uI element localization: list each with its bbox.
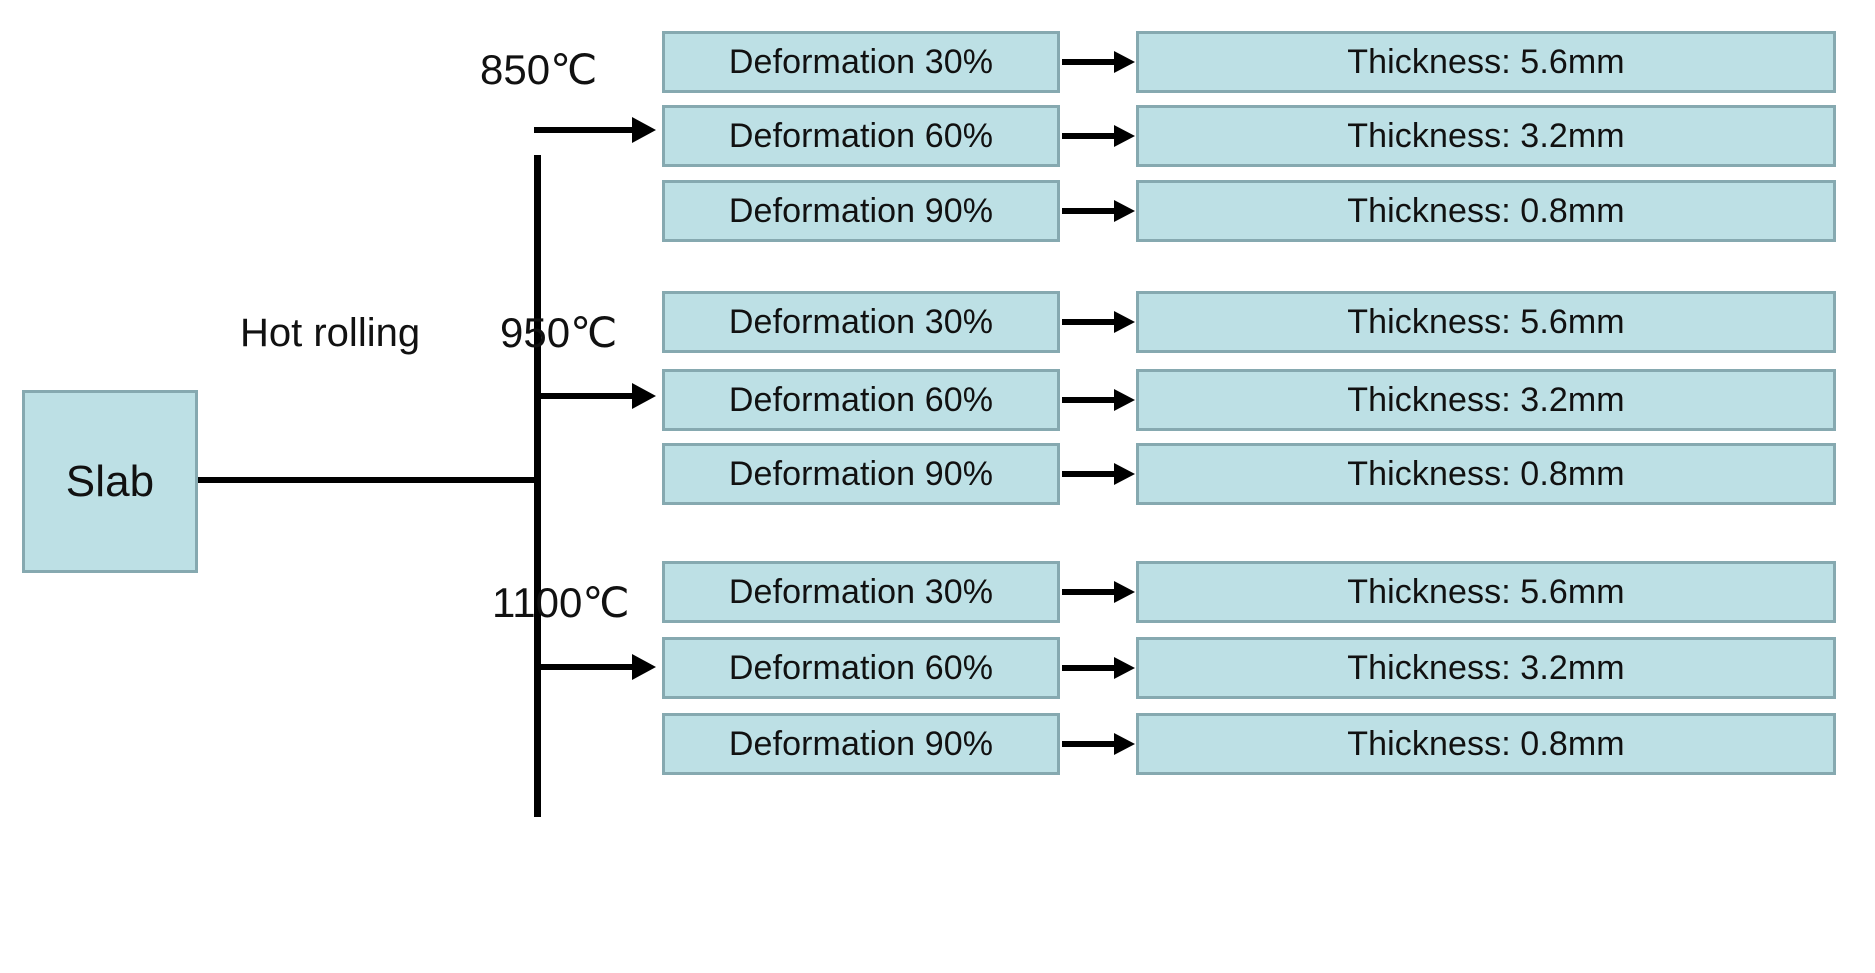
branch-connector-line-2 bbox=[534, 393, 632, 399]
node-deformation[interactable]: Deformation 30% bbox=[662, 291, 1060, 353]
branch-temperature-label-1: 850℃ bbox=[480, 46, 598, 93]
step-arrowhead bbox=[1114, 125, 1135, 147]
step-connector-line bbox=[1062, 133, 1118, 139]
step-connector-line bbox=[1062, 208, 1118, 214]
branch-temperature-label-2: 950℃ bbox=[500, 309, 618, 356]
step-arrowhead bbox=[1114, 200, 1135, 222]
branch-connector-line-1 bbox=[534, 127, 632, 133]
edge-label-hot-rolling: Hot rolling bbox=[240, 311, 421, 355]
node-thickness[interactable]: Thickness: 5.6mm bbox=[1136, 31, 1836, 93]
node-thickness-label: Thickness: 5.6mm bbox=[1347, 572, 1625, 611]
node-slab-label: Slab bbox=[65, 456, 155, 506]
node-deformation-label: Deformation 60% bbox=[728, 116, 994, 155]
step-connector-line bbox=[1062, 59, 1118, 65]
branch-arrowhead-2 bbox=[632, 383, 656, 409]
node-deformation[interactable]: Deformation 90% bbox=[662, 713, 1060, 775]
node-thickness-label: Thickness: 3.2mm bbox=[1347, 380, 1625, 419]
node-thickness-label: Thickness: 0.8mm bbox=[1347, 724, 1625, 763]
step-connector-line bbox=[1062, 665, 1118, 671]
node-deformation[interactable]: Deformation 90% bbox=[662, 180, 1060, 242]
node-deformation[interactable]: Deformation 60% bbox=[662, 369, 1060, 431]
node-thickness-label: Thickness: 3.2mm bbox=[1347, 116, 1625, 155]
node-thickness[interactable]: Thickness: 5.6mm bbox=[1136, 561, 1836, 623]
node-thickness-label: Thickness: 5.6mm bbox=[1347, 42, 1625, 81]
branch-arrowhead-3 bbox=[632, 654, 656, 680]
node-deformation[interactable]: Deformation 60% bbox=[662, 105, 1060, 167]
step-arrowhead bbox=[1114, 389, 1135, 411]
node-thickness-label: Thickness: 0.8mm bbox=[1347, 191, 1625, 230]
node-thickness[interactable]: Thickness: 3.2mm bbox=[1136, 105, 1836, 167]
step-arrowhead bbox=[1114, 463, 1135, 485]
node-deformation-label: Deformation 90% bbox=[728, 454, 994, 493]
node-thickness-label: Thickness: 3.2mm bbox=[1347, 648, 1625, 687]
node-deformation-label: Deformation 60% bbox=[728, 380, 994, 419]
node-deformation-label: Deformation 60% bbox=[728, 648, 994, 687]
node-deformation[interactable]: Deformation 60% bbox=[662, 637, 1060, 699]
branch-connector-line-3 bbox=[534, 664, 632, 670]
node-deformation[interactable]: Deformation 90% bbox=[662, 443, 1060, 505]
step-arrowhead bbox=[1114, 581, 1135, 603]
node-thickness-label: Thickness: 5.6mm bbox=[1347, 302, 1625, 341]
step-connector-line bbox=[1062, 589, 1118, 595]
node-thickness[interactable]: Thickness: 3.2mm bbox=[1136, 637, 1836, 699]
main-connector-line bbox=[198, 477, 540, 483]
node-deformation-label: Deformation 90% bbox=[728, 724, 994, 763]
node-thickness[interactable]: Thickness: 0.8mm bbox=[1136, 443, 1836, 505]
node-deformation-label: Deformation 30% bbox=[728, 572, 994, 611]
node-thickness[interactable]: Thickness: 3.2mm bbox=[1136, 369, 1836, 431]
node-deformation-label: Deformation 30% bbox=[728, 42, 994, 81]
node-deformation[interactable]: Deformation 30% bbox=[662, 31, 1060, 93]
step-connector-line bbox=[1062, 471, 1118, 477]
step-connector-line bbox=[1062, 397, 1118, 403]
node-deformation[interactable]: Deformation 30% bbox=[662, 561, 1060, 623]
node-thickness[interactable]: Thickness: 0.8mm bbox=[1136, 713, 1836, 775]
branch-trunk-line bbox=[534, 155, 541, 817]
step-connector-line bbox=[1062, 319, 1118, 325]
node-slab[interactable]: Slab bbox=[22, 390, 198, 573]
step-arrowhead bbox=[1114, 733, 1135, 755]
node-thickness-label: Thickness: 0.8mm bbox=[1347, 454, 1625, 493]
branch-temperature-label-3: 1100℃ bbox=[492, 579, 630, 626]
branch-arrowhead-1 bbox=[632, 117, 656, 143]
node-deformation-label: Deformation 30% bbox=[728, 302, 994, 341]
node-thickness[interactable]: Thickness: 5.6mm bbox=[1136, 291, 1836, 353]
node-deformation-label: Deformation 90% bbox=[728, 191, 994, 230]
node-thickness[interactable]: Thickness: 0.8mm bbox=[1136, 180, 1836, 242]
step-arrowhead bbox=[1114, 657, 1135, 679]
step-arrowhead bbox=[1114, 311, 1135, 333]
step-connector-line bbox=[1062, 741, 1118, 747]
step-arrowhead bbox=[1114, 51, 1135, 73]
